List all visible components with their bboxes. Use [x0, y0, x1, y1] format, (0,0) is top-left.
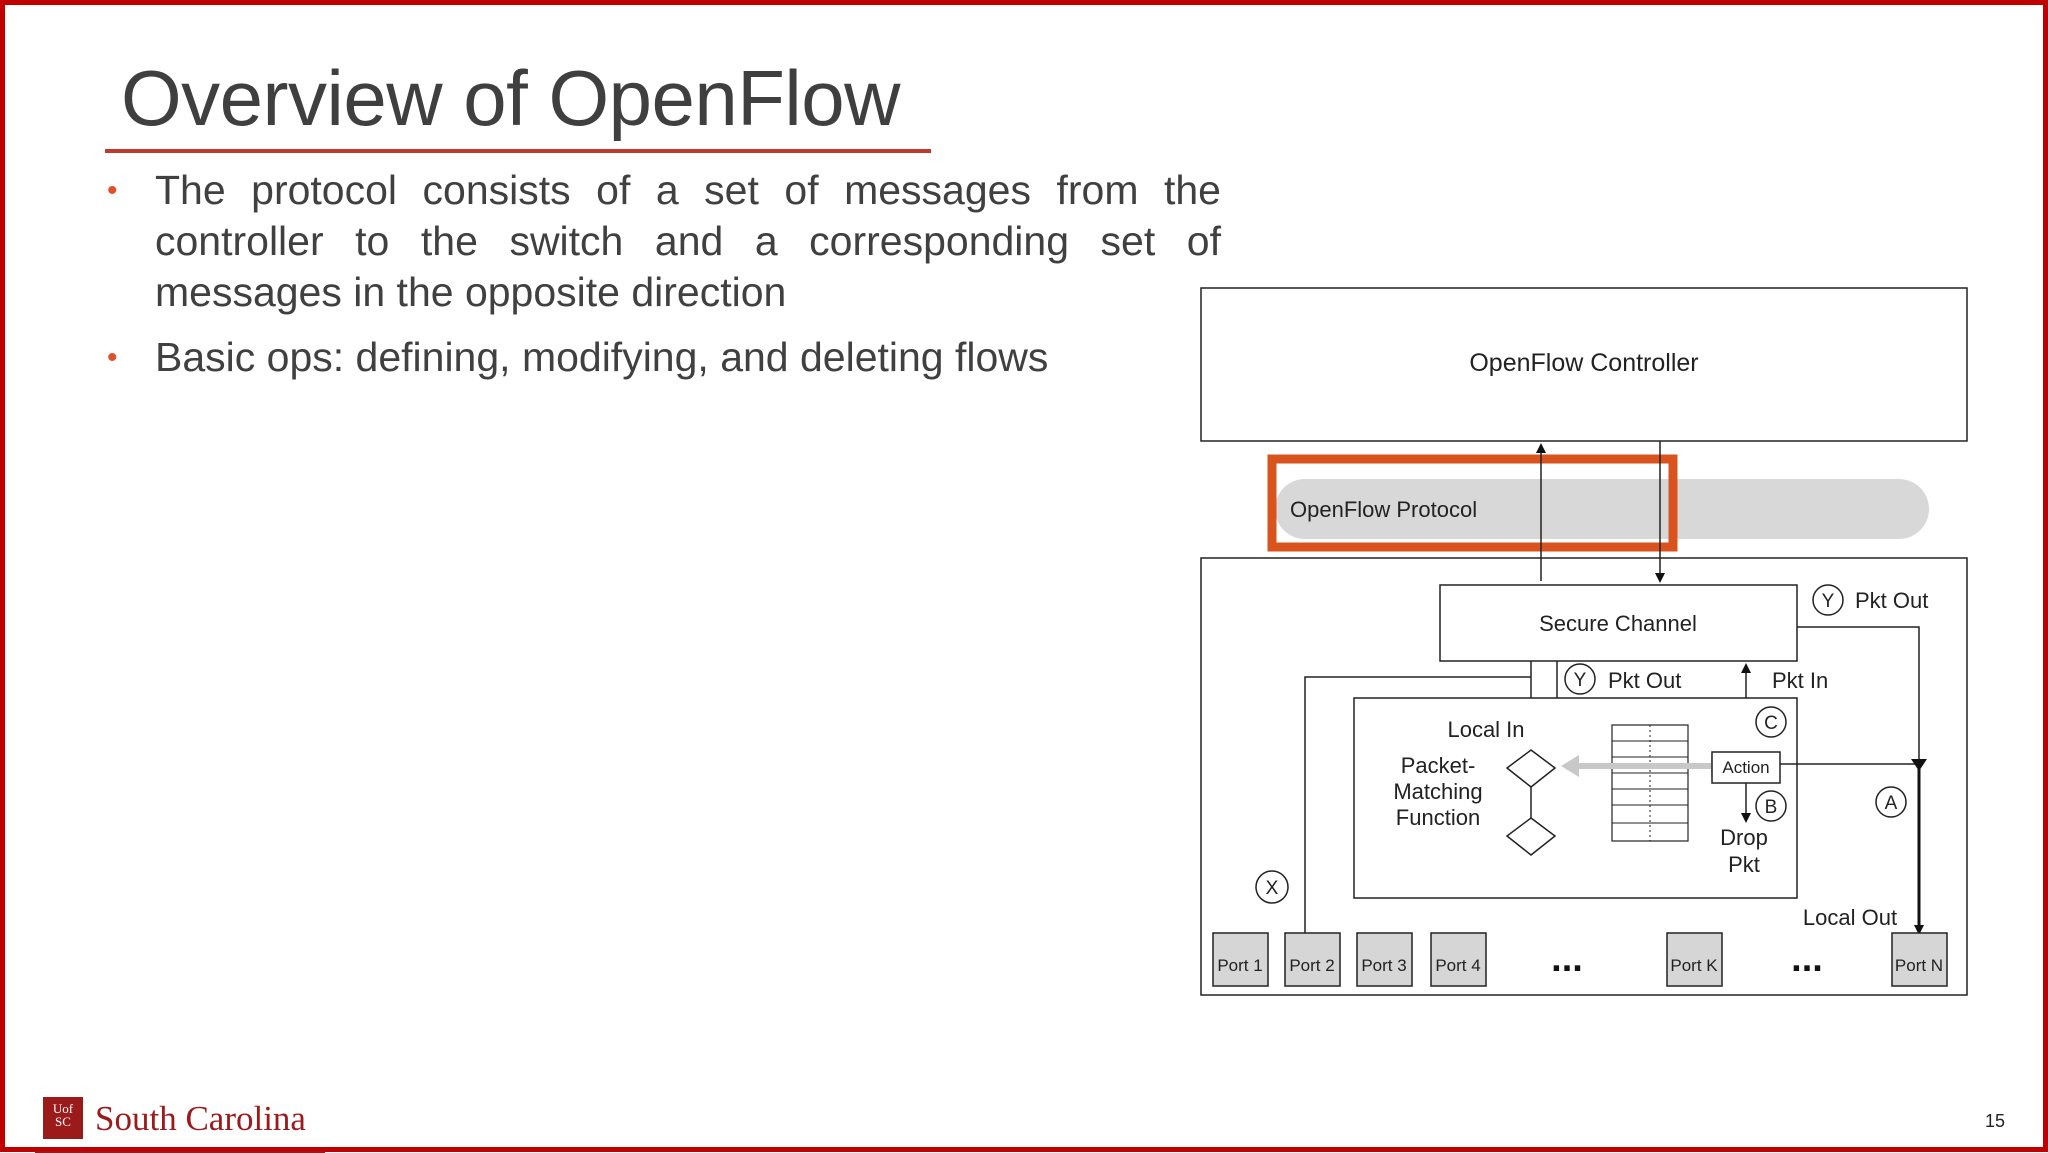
page-number: 15: [1985, 1111, 2006, 1131]
arrow-down-icon: [1911, 759, 1927, 771]
bullet-item: • Basic ops: defining, modifying, and de…: [105, 332, 1221, 383]
port-4-label: Port 4: [1435, 956, 1480, 975]
circle-y-icon: [1812, 584, 1844, 616]
controller-box: [1200, 287, 1968, 442]
drop-pkt-line-2: Pkt: [1728, 852, 1760, 877]
circle-x-label: X: [1266, 878, 1279, 899]
local-in-label: Local In: [1447, 717, 1524, 742]
ellipsis-label: ...: [1551, 938, 1583, 980]
bullet-dot-icon: •: [107, 174, 118, 207]
controller-label: OpenFlow Controller: [1469, 349, 1698, 377]
title-underline: [105, 149, 931, 153]
packet-matching-line-3: Function: [1396, 805, 1480, 830]
protocol-highlight-box: [1267, 454, 1678, 552]
protocol-label: OpenFlow Protocol: [1290, 497, 1477, 522]
pkt-out-label: Pkt Out: [1855, 588, 1928, 613]
port-1-box: [1212, 932, 1269, 987]
circle-c-label: C: [1764, 713, 1778, 734]
local-out-label: Local Out: [1803, 905, 1897, 930]
decision-diamond-icon: [1505, 817, 1557, 856]
circle-x-icon: [1255, 870, 1289, 904]
openflow-diagram: OpenFlow Controller OpenFlow Protocol Se…: [1195, 281, 1995, 1011]
port2-feed-line: [1304, 676, 1531, 933]
pkt-in-label: Pkt In: [1772, 668, 1828, 693]
circle-a-label: A: [1885, 793, 1898, 814]
circle-y-icon: [1564, 663, 1596, 695]
circle-y-label: Y: [1574, 670, 1587, 691]
circle-b-icon: [1755, 790, 1787, 822]
drop-pkt-line-1: Drop: [1720, 825, 1768, 850]
circle-a-icon: [1875, 786, 1907, 818]
slide-title: Overview of OpenFlow: [121, 54, 900, 142]
port-4-box: [1430, 932, 1487, 987]
openflow-diagram-svg: OpenFlow Controller OpenFlow Protocol Se…: [1200, 287, 1968, 996]
ellipsis-label: ...: [1791, 938, 1823, 980]
pkt-out-right-line: [1797, 626, 1920, 761]
university-name: South Carolina: [95, 1099, 306, 1138]
action-label: Action: [1722, 758, 1769, 777]
port-2-label: Port 2: [1289, 956, 1334, 975]
flow-table-icon: [1611, 724, 1689, 842]
bullet-item: • The protocol consists of a set of mess…: [105, 165, 1221, 318]
port-n-label: Port N: [1895, 956, 1943, 975]
port-2-box: [1284, 932, 1341, 987]
circle-b-label: B: [1765, 797, 1778, 818]
bullet-dot-icon: •: [107, 341, 118, 374]
protocol-pill: [1275, 479, 1929, 539]
packet-matching-line-2: Matching: [1393, 779, 1482, 804]
action-box: [1711, 751, 1781, 784]
bullet-text: The protocol consists of a set of messag…: [155, 167, 1221, 315]
port-3-box: [1356, 932, 1413, 987]
packet-matching-line-1: Packet-: [1401, 753, 1476, 778]
port-n-box: [1891, 932, 1948, 987]
bullet-text: Basic ops: defining, modifying, and dele…: [155, 334, 1049, 380]
port-k-label: Port K: [1670, 956, 1718, 975]
pkt-out-label: Pkt Out: [1608, 668, 1681, 693]
circle-c-icon: [1755, 706, 1787, 738]
port-k-box: [1666, 932, 1723, 987]
secure-channel-box: [1439, 584, 1798, 662]
port-1-label: Port 1: [1217, 956, 1262, 975]
pipeline-box: [1353, 697, 1798, 899]
arrow-left-icon: [1561, 755, 1579, 777]
secure-channel-label: Secure Channel: [1539, 611, 1697, 636]
port-3-label: Port 3: [1361, 956, 1406, 975]
bullet-list: • The protocol consists of a set of mess…: [105, 165, 1221, 397]
circle-y-label: Y: [1822, 591, 1835, 612]
